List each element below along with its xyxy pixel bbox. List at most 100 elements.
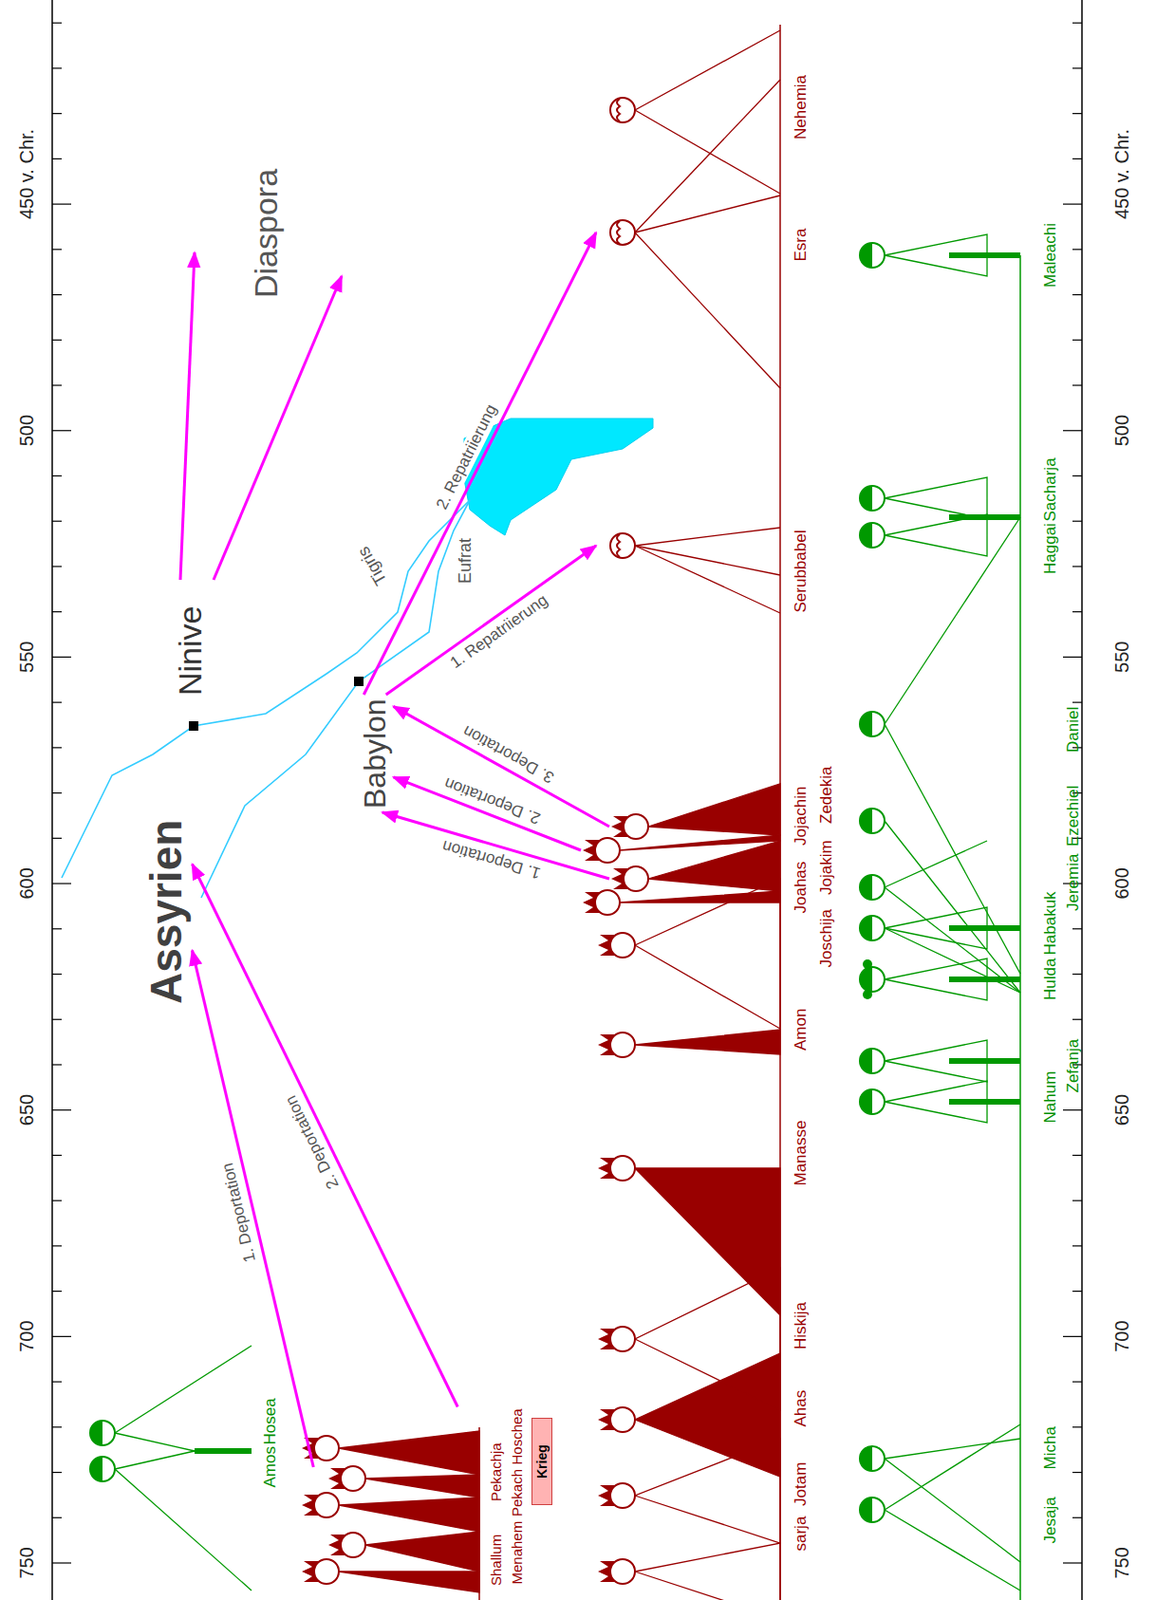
person-name: Serubbabel (791, 530, 811, 614)
axis-tick (52, 294, 62, 296)
reign-triangle (634, 1029, 781, 1055)
axis-tick (1062, 1109, 1082, 1111)
head-icon (610, 1326, 635, 1352)
axis-tick (1072, 294, 1082, 296)
activity-bar (949, 925, 1021, 932)
city-dot (354, 676, 364, 687)
person-name: Jojachin (791, 786, 811, 846)
place-name: Ninive (171, 606, 209, 696)
king-figure: Zedekia (609, 764, 838, 842)
axis-tick (52, 838, 62, 840)
region-label: Diaspora (247, 168, 285, 299)
prophet-line (114, 1469, 252, 1591)
axis-tick (1072, 565, 1082, 567)
label-slot: 1. Deportation (437, 835, 546, 883)
hair (859, 1497, 873, 1523)
place-label: Babylon (356, 694, 394, 813)
axis-tick (1072, 1290, 1082, 1292)
person-name: Manasse (791, 1120, 811, 1187)
turban (616, 534, 620, 558)
head-icon (314, 1559, 339, 1585)
person-name: Zefanja (1063, 1039, 1083, 1094)
head-icon (859, 711, 885, 737)
king-figure: Jojakim (609, 838, 838, 897)
head-icon (610, 1483, 635, 1509)
activity-bar (949, 1058, 1021, 1064)
head-icon (610, 97, 635, 123)
head-icon (623, 814, 649, 840)
axis-tick (52, 1562, 72, 1564)
arrow-label: 3. Deportation (456, 720, 560, 789)
person-name: Hosea (261, 1398, 280, 1445)
prophet-figure: Habakuk (845, 890, 1062, 958)
label-slot: Eufrat (455, 538, 476, 584)
axis-tick (52, 203, 72, 205)
turban (616, 221, 620, 244)
head-icon (610, 932, 635, 958)
label-slot: Diaspora (247, 168, 285, 299)
axis-tick (52, 22, 62, 24)
axis-tick (52, 746, 62, 748)
year-label: 700 (16, 1320, 38, 1352)
axis-tick (52, 384, 62, 386)
axis-tick (52, 882, 72, 884)
king-figure: Amon (596, 1006, 812, 1061)
person-name: Amon (791, 1008, 811, 1051)
person-name: Daniel (1063, 707, 1083, 753)
hair (859, 485, 873, 511)
axis-tick (1072, 611, 1082, 613)
king-figure: Pekachja (326, 1440, 505, 1504)
leader-figure: Nehemia (596, 73, 812, 142)
king-figure: Manasse (596, 1118, 812, 1189)
label-slot: 700 (16, 1320, 38, 1352)
reign-triangle (634, 1168, 781, 1316)
head-icon (340, 1466, 366, 1492)
year-label: 700 (1111, 1320, 1134, 1352)
prophet-figure: Jeremia (845, 852, 1084, 914)
person-name: Jojakim (817, 839, 837, 895)
office-line (634, 195, 781, 233)
deportation-arrow (192, 950, 315, 1468)
reign-triangle (634, 1543, 781, 1600)
axis-tick (1072, 1472, 1082, 1473)
axis-tick (1062, 1336, 1082, 1338)
label-slot: 700 (1111, 1320, 1134, 1352)
label-slot: 550 (1111, 641, 1134, 673)
axis-tick (52, 339, 62, 341)
city-dot (188, 721, 199, 731)
person-name: Pekach (508, 1469, 525, 1517)
axis-tick (1062, 656, 1082, 658)
head-icon (90, 1456, 115, 1482)
prophet-figure: Ezechiel (845, 783, 1084, 849)
axis-tick (52, 1019, 62, 1021)
axis-tick (1072, 475, 1082, 477)
activity-triangle (884, 514, 988, 557)
axis-tick (1072, 1426, 1082, 1428)
axis-tick (52, 1472, 62, 1473)
axis-tick (52, 1109, 72, 1111)
king-figure: Pekach (299, 1467, 526, 1521)
place-label: Assyrien (140, 816, 193, 1008)
hair (859, 522, 873, 548)
king-figure: Hoschea (299, 1407, 526, 1468)
place-label: Ninive (170, 602, 210, 700)
label-slot: 450 v. Chr. (1111, 129, 1134, 220)
activity-bar (949, 252, 1021, 259)
axis-tick (52, 1063, 62, 1065)
year-label: 550 (16, 641, 38, 673)
year-label: 600 (1111, 867, 1134, 899)
leader-figure: Serubbabel (596, 528, 812, 616)
dispersal-arrow (213, 276, 342, 580)
axis-tick (1072, 67, 1082, 69)
person-name: Habakuk (1041, 891, 1061, 955)
person-name: Nahum (1041, 1071, 1061, 1124)
king-figure: Joschija (596, 908, 838, 970)
axis-tick (52, 1155, 62, 1156)
head-icon (859, 1048, 885, 1074)
axis-tick (52, 1426, 62, 1428)
reign-triangle (365, 1474, 480, 1498)
head-icon (859, 915, 885, 941)
prophet-line (884, 840, 988, 888)
office-line (634, 30, 781, 111)
arrow-label: 2. Deportation (279, 1089, 344, 1194)
